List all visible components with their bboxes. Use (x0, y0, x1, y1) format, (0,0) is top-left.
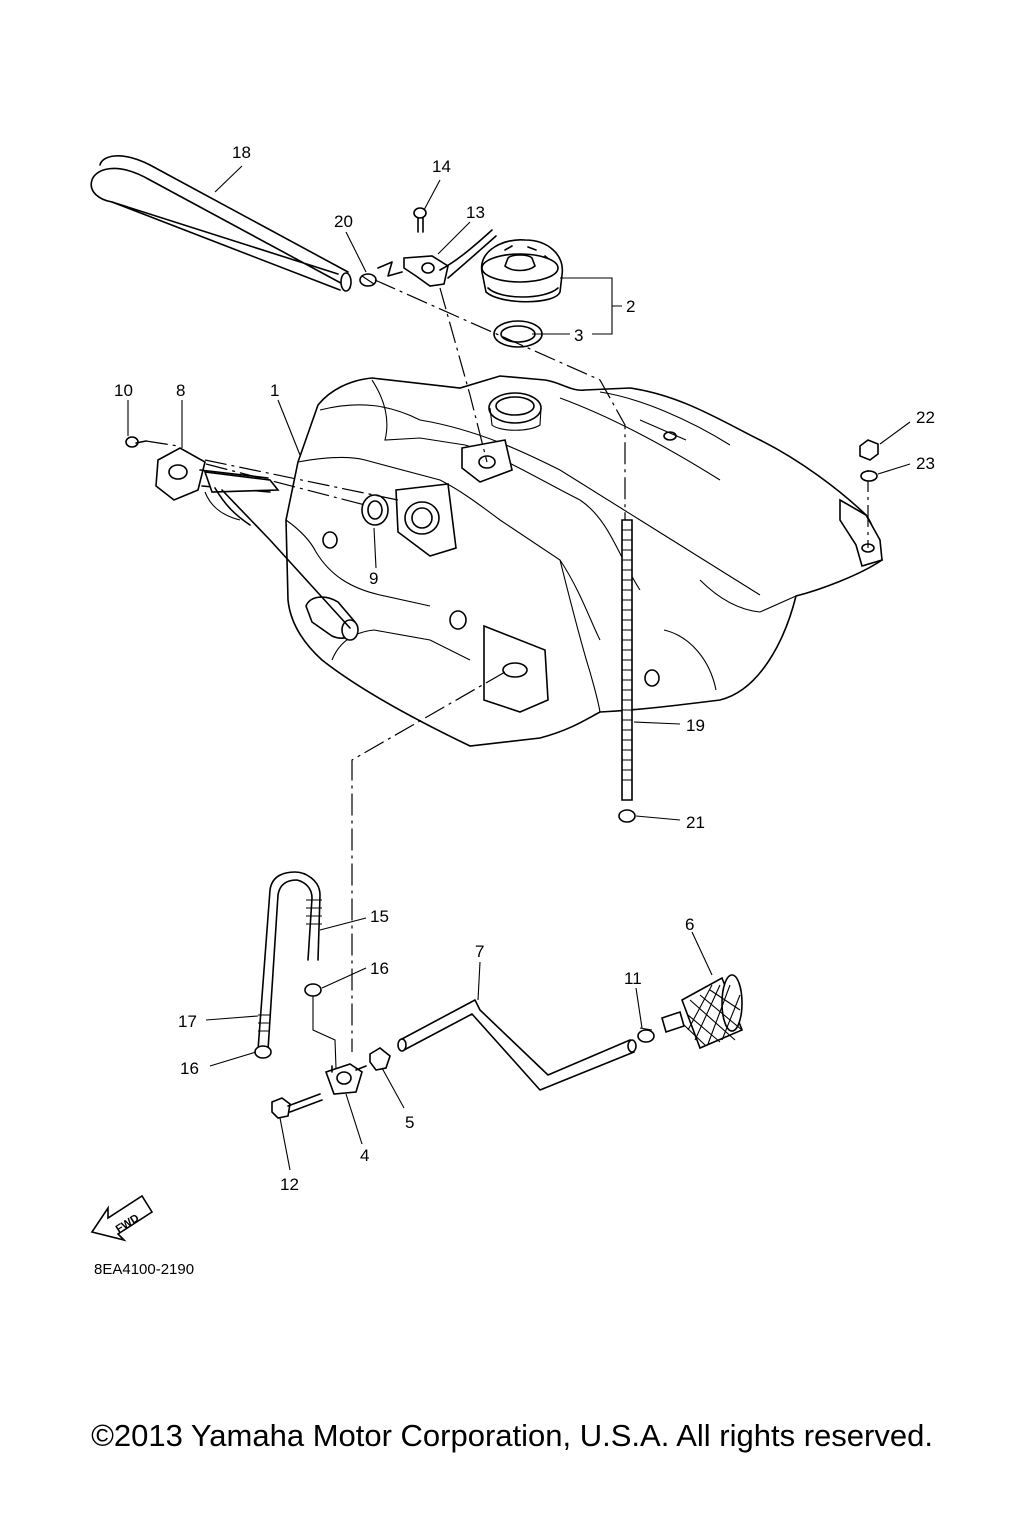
part-1-fuel-tank (285, 375, 883, 747)
part-5-clip (369, 1047, 391, 1071)
part-2-fuel-cap (480, 239, 564, 303)
part-18-breather-hose (90, 155, 352, 292)
callout-10: 10 (114, 381, 133, 400)
callout-15: 15 (370, 907, 389, 926)
callout-3: 3 (574, 326, 583, 345)
part-8-fuel-level-sender (155, 447, 351, 629)
callout-4: 4 (360, 1146, 369, 1165)
part-16-clip-lower (254, 1045, 272, 1059)
callout-8: 8 (176, 381, 185, 400)
copyright-notice: ©2013 Yamaha Motor Corporation, U.S.A. A… (91, 1418, 933, 1453)
leader-lines (127, 165, 911, 1171)
part-13-breather-joint (377, 229, 497, 287)
callout-19: 19 (686, 716, 705, 735)
part-21-clip (618, 809, 636, 823)
part-6-fuel-filter (661, 974, 744, 1050)
part-7-fuel-hose (397, 999, 637, 1091)
part-22-nut (859, 439, 879, 461)
part-23-washer (860, 470, 878, 482)
fwd-arrow-icon: FWD (90, 1194, 154, 1242)
part-16-clip-upper (304, 983, 322, 997)
callout-23: 23 (916, 454, 935, 473)
part-15-fuel-hose (257, 871, 322, 1051)
part-14-screw (413, 207, 427, 233)
part-19-breather-hose (621, 519, 633, 801)
callout-9: 9 (369, 569, 378, 588)
callout-14: 14 (432, 157, 451, 176)
callout-1: 1 (270, 381, 279, 400)
callout-18: 18 (232, 143, 251, 162)
callout-2: 2 (626, 297, 635, 316)
part-12-bolt (271, 1093, 323, 1119)
part-11-clip (637, 1027, 655, 1043)
callout-16-lower: 16 (180, 1059, 199, 1078)
callout-20: 20 (334, 212, 353, 231)
callout-labels: 18 14 20 13 2 3 10 8 1 22 23 9 19 21 15 … (114, 143, 935, 1194)
callout-16-upper: 16 (370, 959, 389, 978)
callout-21: 21 (686, 813, 705, 832)
callout-12: 12 (280, 1175, 299, 1194)
part-20-clip (359, 273, 377, 287)
callout-5: 5 (405, 1113, 414, 1132)
callout-11: 11 (624, 969, 642, 988)
callout-7: 7 (475, 942, 484, 961)
part-4-fuel-cock (324, 1063, 367, 1095)
callout-22: 22 (916, 408, 935, 427)
callout-13: 13 (466, 203, 485, 222)
drawing-code: 8EA4100-2190 (94, 1261, 194, 1278)
callout-6: 6 (685, 915, 694, 934)
part-10-screw (125, 436, 147, 448)
callout-17: 17 (178, 1012, 197, 1031)
